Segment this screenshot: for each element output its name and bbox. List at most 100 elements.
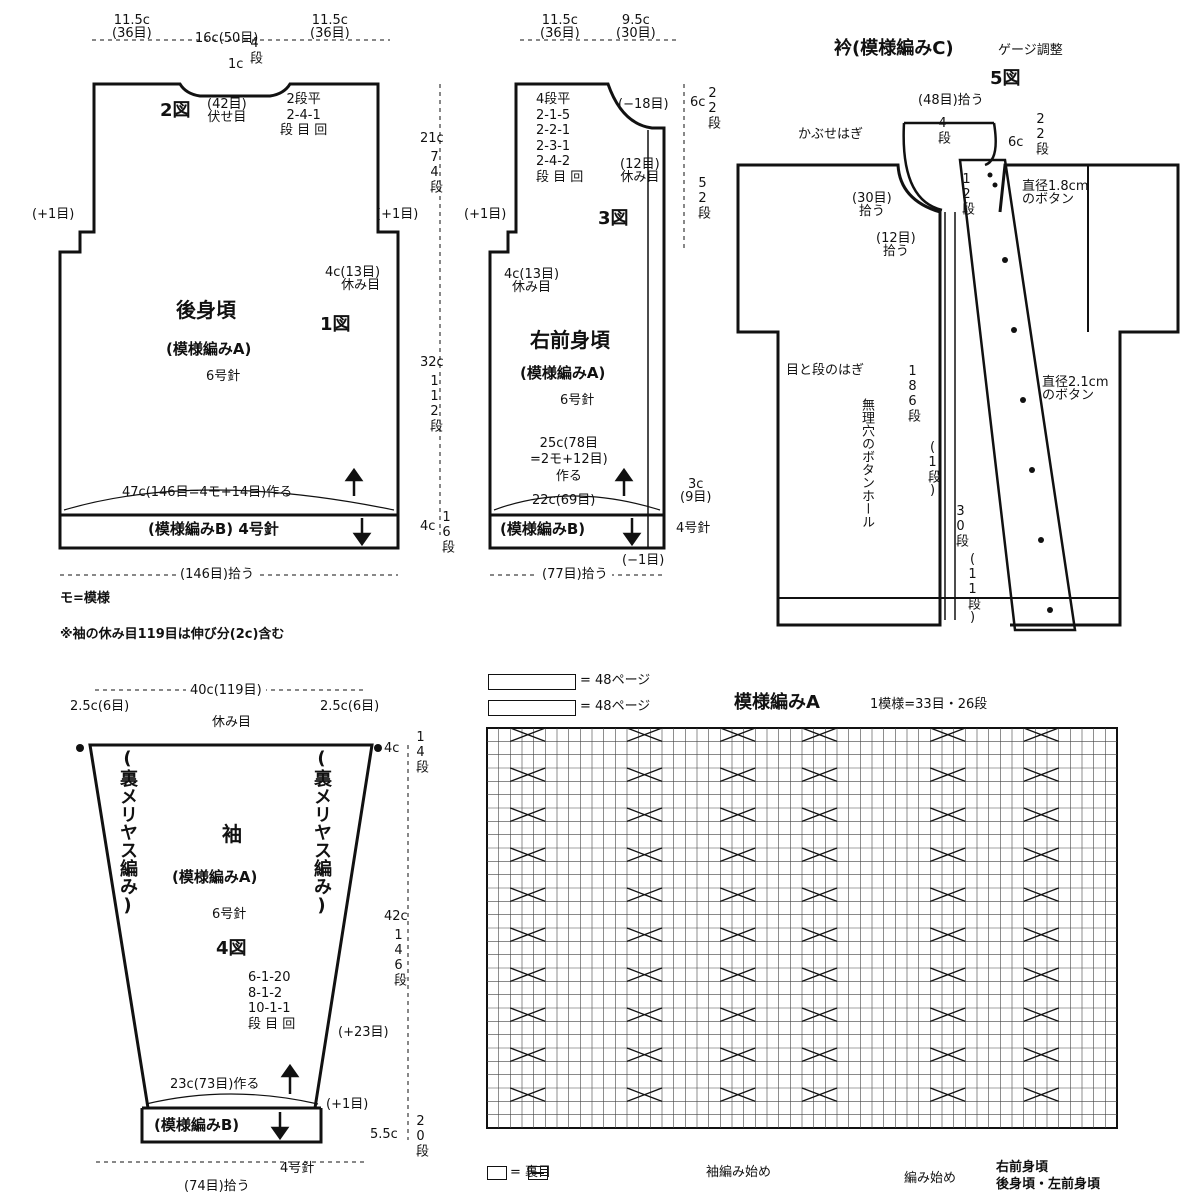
chart-start: 編み始め — [904, 1171, 957, 1186]
sleeve-top-h: 4c — [384, 741, 400, 756]
sleeve-mid-h: 42c — [384, 909, 408, 924]
front-shoulder: 11.5c(36目) — [540, 13, 580, 41]
back-neck-depth: 1c — [228, 57, 244, 72]
back-fig-no-1: 1図 — [320, 314, 351, 335]
front-neck-total: (−18目) — [618, 97, 669, 112]
sleeve-pattern: (模様編みA) — [172, 868, 258, 886]
collar-rows-4: 4段 — [935, 116, 950, 144]
sleeve-inc-one: (+1目) — [326, 1097, 369, 1112]
sleeve-left-part: 2.5c(6目) — [70, 699, 130, 714]
front-band — [958, 158, 1077, 632]
collar-height: 6c — [1008, 135, 1024, 150]
sleeve-cast-on: 23c(73目)作る — [170, 1077, 260, 1092]
sleeve-side-right: (裏メリヤス編み) — [311, 748, 332, 916]
back-fig-no: 2図 — [160, 100, 191, 121]
back-shoulder-right: 11.5c(36目) — [310, 13, 350, 41]
sleeve-needle: 6号針 — [212, 907, 247, 922]
front-neck-width: 9.5c(30目) — [616, 13, 656, 41]
collar-title: 衿(模様編みC) — [834, 38, 954, 59]
collar-fig-no: 5図 — [990, 68, 1021, 89]
sleeve-rib-h: 5.5c — [370, 1127, 398, 1142]
chart-grid — [487, 727, 1117, 1128]
sleeve-ribbing: (模様編みB) — [154, 1116, 240, 1134]
sleeve-note: ※袖の休み目119目は伸び分(2c)含む — [60, 627, 285, 642]
rib-rows: 16段 — [439, 510, 454, 553]
band-dec: (1段) — [925, 440, 940, 498]
purl-symbol — [528, 1166, 548, 1180]
lower-rows: 112段 — [427, 374, 442, 432]
seam-side: 目と段のはぎ — [786, 363, 865, 378]
sleeve-mid-rows: 146段 — [391, 928, 406, 986]
front-pattern: (模様編みA) — [520, 364, 606, 382]
front-increase: (+1目) — [464, 207, 507, 222]
back-armhole: 4c(13目)休み目 — [325, 265, 381, 293]
back-cast-on: 47c(146目=4モ+14目)作る — [122, 485, 293, 500]
back-pattern: (模様編みA) — [166, 340, 252, 358]
chart-key: = 裏目 — [510, 1165, 552, 1180]
chart-repeat: 1模様=33目・26段 — [870, 697, 988, 712]
back-ribbing: (模様編みB) 4号針 — [148, 520, 279, 538]
sleeve-title: 袖 — [222, 822, 242, 846]
cardigan-left-body — [736, 163, 942, 627]
buttonhole: 無理穴のボタンホール — [859, 398, 874, 528]
front-band-width: 3c(9目) — [680, 477, 712, 505]
sleeve-top-width: 40c(119目) — [186, 684, 266, 697]
rib-height: 4c — [420, 519, 436, 534]
sleeve-inc-total: (+23目) — [338, 1025, 389, 1040]
sleeve-fig-no: 4図 — [216, 938, 247, 959]
blank-cell-symbol — [487, 1166, 507, 1180]
chart-legend-2: = 48ページ — [580, 699, 651, 714]
front-pick-up: (77目)拾う — [538, 568, 612, 581]
front-cast-on: 25c(78目=2モ+12目)作る — [530, 436, 608, 484]
back-needle: 6号針 — [206, 369, 241, 384]
front-dec: (−1目) — [622, 553, 665, 568]
band-rows: 186段 — [905, 364, 920, 422]
back-pick-up: (146目)拾う — [176, 568, 258, 581]
front-ribbing: (模様編みB) — [500, 520, 586, 538]
front-armhole: 4c(13目)休み目 — [504, 267, 560, 295]
cable-symbol-1 — [488, 674, 576, 690]
collar-pick-30: (30目)拾う — [852, 191, 892, 219]
collar — [902, 121, 997, 212]
cable-symbol-2 — [488, 700, 576, 716]
front-body-outline — [488, 82, 666, 550]
chart-pieces: 右前身頃後身頃・左前身頃 — [996, 1160, 1101, 1192]
back-title: 後身頃 — [176, 298, 236, 322]
front-neck-height: 6c — [690, 95, 706, 110]
front-neck-rest: (12目)休み目 — [620, 157, 660, 185]
sleeve-pick-up: (74目)拾う — [184, 1179, 250, 1194]
collar-pick-12: (12目)拾う — [876, 231, 916, 259]
front-fig-no: 3図 — [598, 208, 629, 229]
back-shoulder-left: 11.5c(36目) — [112, 13, 152, 41]
front-neck-rows: 22段 — [705, 86, 720, 129]
collar-pick-total: (48目)拾う — [918, 93, 984, 108]
back-neck-bindoff: (42目)伏せ目 — [207, 97, 247, 125]
sleeve-side-left: (裏メリヤス編み) — [117, 748, 138, 916]
chart-title: 模様編みA — [734, 692, 820, 713]
back-neck-rows: 4段 — [247, 36, 262, 64]
front-rib-pick: 22c(69目) — [532, 493, 596, 508]
legend-mo: モ=模様 — [60, 591, 110, 606]
lower-height: 32c — [420, 355, 444, 370]
band-rows-30: 30段 — [953, 504, 968, 547]
upper-height: 21c — [420, 131, 444, 146]
sleeve-rib — [140, 1108, 323, 1144]
sleeve-top-rows: 14段 — [413, 730, 428, 773]
chart-sleeve-start: 袖編み始め — [706, 1165, 772, 1180]
back-body-outline — [58, 82, 400, 550]
front-rib-needle: 4号針 — [676, 521, 711, 536]
back-neck-width: 16c(50目) — [195, 31, 259, 46]
seam-top: かぶせはぎ — [798, 127, 864, 142]
band-rows-11: (11段) — [965, 552, 980, 625]
sleeve-rest: 休み目 — [212, 715, 252, 730]
back-increase-left: (+1目) — [32, 207, 75, 222]
chart-legend-1: = 48ページ — [580, 673, 651, 688]
back-increase-right: (+1目) — [376, 207, 419, 222]
